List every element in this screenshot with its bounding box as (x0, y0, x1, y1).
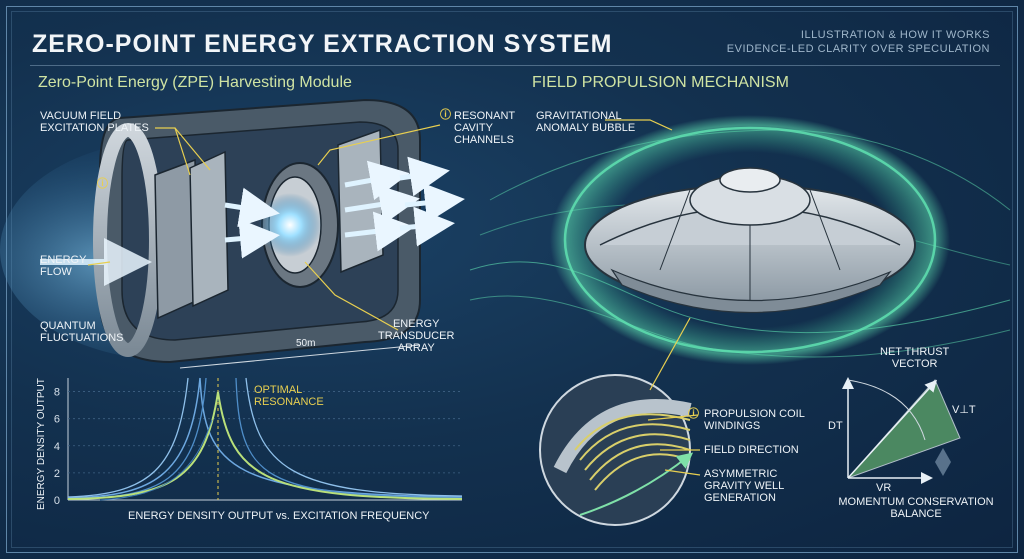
info-icon: ⓘ (97, 178, 108, 190)
chart-y-tick-label: 0 (54, 495, 60, 507)
label-line: GRAVITY WELL (704, 480, 785, 492)
label-line: WINDINGS (704, 420, 761, 432)
label-line: VACUUM FIELD (40, 110, 122, 122)
label-line: CAVITY (454, 122, 493, 134)
label-line: GRAVITATIONAL (536, 110, 622, 122)
vector-vr-label: VR (876, 482, 892, 494)
propulsion-section-title: FIELD PROPULSION MECHANISM (532, 74, 789, 91)
label-line: ASYMMETRIC (704, 468, 778, 480)
vector-vt-label: V⊥T (952, 404, 976, 416)
chart-annotation-optimal: OPTIMAL RESONANCE (254, 384, 324, 408)
info-icon: ⓘ (440, 109, 451, 121)
meta-line-1: ILLUSTRATION & HOW IT WORKS (800, 29, 990, 41)
label-energy-flow: ENERGY FLOW (40, 254, 86, 278)
vector-dt-label: DT (828, 420, 843, 432)
label-line: TRANSDUCER (378, 330, 455, 342)
propulsion-craft-illustration (469, 115, 1011, 365)
header-meta: ILLUSTRATION & HOW IT WORKS EVIDENCE-LED… (727, 28, 990, 56)
label-line: ANOMALY BUBBLE (536, 122, 636, 134)
header-divider (30, 65, 1000, 66)
label-resonant-cavity: RESONANT CAVITY CHANNELS (454, 110, 515, 146)
zpe-section-title: Zero-Point Energy (ZPE) Harvesting Modul… (38, 74, 352, 91)
label-line: ARRAY (397, 342, 435, 354)
label-line: CHANNELS (454, 134, 514, 146)
label-field-direction: FIELD DIRECTION (704, 444, 799, 456)
label-line: FLOW (40, 266, 72, 278)
label-line: QUANTUM (40, 320, 96, 332)
label-asymmetric-gravity: ASYMMETRIC GRAVITY WELL GENERATION (704, 468, 784, 504)
label-line: NET THRUST (880, 346, 950, 358)
label-line: RESONANCE (254, 396, 324, 408)
label-momentum-balance: MOMENTUM CONSERVATION BALANCE (836, 496, 996, 520)
chart-x-axis-label: ENERGY DENSITY OUTPUT vs. EXCITATION FRE… (128, 510, 430, 522)
label-line: PROPULSION COIL (704, 408, 805, 420)
zpe-module-illustration (0, 98, 465, 369)
chart-gridlines (68, 391, 462, 474)
resonance-chart: 0 2 4 6 8 (54, 377, 463, 507)
dimension-label: 50m (296, 338, 316, 349)
label-line: VECTOR (891, 358, 938, 370)
label-line: ENERGY (392, 318, 440, 330)
label-line: MOMENTUM CONSERVATION (838, 496, 994, 508)
page-title: ZERO-POINT ENERGY EXTRACTION SYSTEM (32, 30, 613, 58)
label-transducer-array: ENERGY TRANSDUCER ARRAY (378, 318, 454, 354)
label-quantum-fluctuations: QUANTUM FLUCTUATIONS (40, 320, 124, 344)
label-excitation-plates: VACUUM FIELD EXCITATION PLATES (40, 110, 149, 134)
chart-y-tick-label: 6 (54, 414, 60, 426)
label-line: BALANCE (890, 508, 942, 520)
label-line: ENERGY (40, 254, 87, 266)
chart-y-tick-label: 2 (54, 468, 60, 480)
meta-line-2: EVIDENCE-LED CLARITY OVER SPECULATION (726, 43, 990, 55)
label-gravitational-bubble: GRAVITATIONAL ANOMALY BUBBLE (536, 110, 635, 134)
chart-y-tick-label: 8 (54, 387, 60, 399)
chart-y-tick-label: 4 (54, 441, 60, 453)
label-line: FLUCTUATIONS (40, 332, 124, 344)
label-line: OPTIMAL (254, 384, 303, 396)
label-net-thrust: NET THRUST VECTOR (880, 346, 949, 370)
coil-detail-illustration (539, 317, 701, 526)
thrust-vector-diagram (842, 377, 961, 484)
label-line: RESONANT (454, 110, 516, 122)
chart-y-ticks: 0 2 4 6 8 (54, 387, 60, 507)
label-line: GENERATION (704, 492, 776, 504)
chart-y-axis-label: ENERGY DENSITY OUTPUT (36, 378, 47, 510)
info-icon: ⓘ (688, 408, 699, 420)
label-propulsion-coil: PROPULSION COIL WINDINGS (704, 408, 805, 432)
label-line: EXCITATION PLATES (40, 122, 149, 134)
